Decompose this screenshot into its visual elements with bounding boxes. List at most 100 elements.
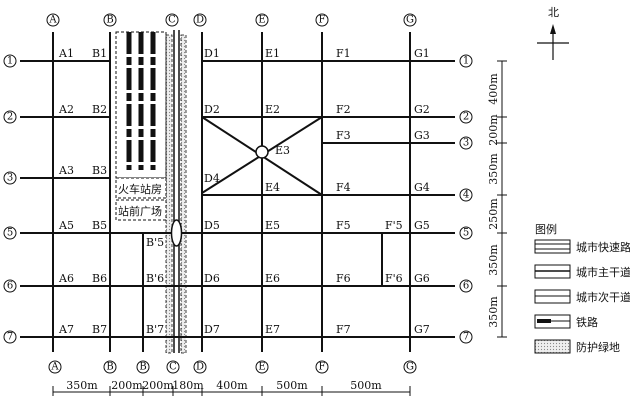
svg-text:1: 1 xyxy=(463,56,469,67)
svg-text:4: 4 xyxy=(463,190,469,201)
svg-text:200m: 200m xyxy=(142,379,174,392)
svg-text:E: E xyxy=(258,362,265,373)
svg-text:B3: B3 xyxy=(92,164,107,177)
svg-text:B1: B1 xyxy=(92,47,107,60)
svg-text:D2: D2 xyxy=(204,103,220,116)
svg-text:A6: A6 xyxy=(58,272,74,285)
station-building xyxy=(115,177,167,199)
svg-text:400m: 400m xyxy=(216,379,248,392)
green-belt-west xyxy=(165,34,173,354)
legend-expressway: 城市快速路 xyxy=(534,239,630,254)
svg-text:180m: 180m xyxy=(172,379,204,392)
svg-text:防护绿地: 防护绿地 xyxy=(576,340,620,354)
svg-text:G: G xyxy=(406,15,414,26)
svg-text:铁路: 铁路 xyxy=(576,316,598,329)
svg-text:3: 3 xyxy=(463,138,469,149)
underpass xyxy=(170,219,183,247)
svg-text:250m: 250m xyxy=(487,198,500,230)
svg-text:500m: 500m xyxy=(276,379,308,392)
svg-text:E: E xyxy=(258,15,265,26)
station-plaza xyxy=(115,199,167,221)
svg-text:B5: B5 xyxy=(92,219,107,232)
station-building-label: 火车站房 xyxy=(118,182,162,196)
legend-green-belt: 防护绿地 xyxy=(534,339,620,354)
svg-text:C: C xyxy=(169,362,177,373)
svg-text:E3: E3 xyxy=(275,144,290,157)
svg-text:F5: F5 xyxy=(336,219,351,232)
svg-text:B'7: B'7 xyxy=(146,323,164,336)
svg-text:6: 6 xyxy=(7,281,13,292)
green-belt-east xyxy=(180,34,187,354)
svg-text:F: F xyxy=(319,15,326,26)
railway xyxy=(173,30,180,353)
station-plaza-label: 站前广场 xyxy=(118,204,162,218)
row-labels-right: 1 2 3 4 5 6 7 xyxy=(459,54,473,344)
svg-text:F1: F1 xyxy=(336,47,351,60)
svg-text:G5: G5 xyxy=(414,219,430,232)
svg-text:城市快速路: 城市快速路 xyxy=(576,240,630,254)
svg-text:G2: G2 xyxy=(414,103,430,116)
legend: 图例 城市快速路 城市主干道 城市次干道 铁路 防护绿地 xyxy=(534,222,630,354)
bottom-dimensions: 350m 200m 200m 180m 400m 500m 500m xyxy=(52,379,411,396)
svg-text:B'5: B'5 xyxy=(146,236,164,249)
svg-text:F7: F7 xyxy=(336,323,351,336)
svg-text:5: 5 xyxy=(7,228,13,239)
svg-text:A1: A1 xyxy=(58,47,74,60)
legend-secondary-road: 城市次干道 xyxy=(534,289,630,304)
svg-text:B6: B6 xyxy=(92,272,107,285)
svg-text:A2: A2 xyxy=(58,103,74,116)
svg-text:400m: 400m xyxy=(487,73,500,105)
roundabout-e3 xyxy=(255,145,269,159)
svg-text:E5: E5 xyxy=(265,219,280,232)
svg-text:E7: E7 xyxy=(265,323,280,336)
north-arrow-icon: 北 xyxy=(537,6,569,60)
legend-railway: 铁路 xyxy=(534,314,598,329)
svg-text:D6: D6 xyxy=(204,272,220,285)
svg-text:A: A xyxy=(50,362,59,373)
svg-text:D7: D7 xyxy=(204,323,220,336)
svg-text:G1: G1 xyxy=(414,47,430,60)
column-labels-bottom: A B B C D E F G xyxy=(48,360,417,374)
svg-text:E6: E6 xyxy=(265,272,280,285)
svg-text:G: G xyxy=(406,362,414,373)
svg-text:F4: F4 xyxy=(336,181,351,194)
svg-text:F'6: F'6 xyxy=(385,272,403,285)
legend-title: 图例 xyxy=(535,222,557,236)
node-labels: A1 B1 D1 E1 F1 G1 A2 B2 D2 E2 F2 G2 A3 B3 E3 F3… xyxy=(58,47,430,336)
row-labels-left: 1 2 3 5 6 7 xyxy=(3,54,17,344)
svg-text:B2: B2 xyxy=(92,103,107,116)
svg-text:500m: 500m xyxy=(350,379,382,392)
svg-text:G4: G4 xyxy=(414,181,430,194)
right-dimensions: 400m 200m 350m 250m 350m 350m xyxy=(487,60,507,338)
svg-text:A5: A5 xyxy=(58,219,74,232)
svg-text:E2: E2 xyxy=(265,103,280,116)
svg-text:B: B xyxy=(106,362,113,373)
svg-text:A7: A7 xyxy=(58,323,74,336)
svg-text:E1: E1 xyxy=(265,47,280,60)
svg-text:6: 6 xyxy=(463,281,469,292)
north-label: 北 xyxy=(548,6,559,19)
svg-text:城市次干道: 城市次干道 xyxy=(576,290,630,304)
svg-text:5: 5 xyxy=(463,228,469,239)
svg-text:2: 2 xyxy=(463,112,469,123)
svg-text:F'5: F'5 xyxy=(385,219,403,232)
legend-main-road: 城市主干道 xyxy=(534,264,630,279)
svg-text:D5: D5 xyxy=(204,219,220,232)
svg-text:D4: D4 xyxy=(204,172,220,185)
svg-text:F3: F3 xyxy=(336,129,351,142)
svg-text:A3: A3 xyxy=(58,164,74,177)
svg-text:350m: 350m xyxy=(487,153,500,185)
station-tracks xyxy=(126,32,156,170)
svg-text:F2: F2 xyxy=(336,103,351,116)
svg-text:G7: G7 xyxy=(414,323,430,336)
svg-text:B'6: B'6 xyxy=(146,272,164,285)
svg-text:D1: D1 xyxy=(204,47,220,60)
svg-text:2: 2 xyxy=(7,112,13,123)
svg-text:F: F xyxy=(319,362,326,373)
svg-text:7: 7 xyxy=(463,332,469,343)
svg-text:F6: F6 xyxy=(336,272,351,285)
svg-text:G3: G3 xyxy=(414,129,430,142)
column-labels-top: A B C D E F G xyxy=(46,13,417,27)
svg-text:B7: B7 xyxy=(92,323,107,336)
